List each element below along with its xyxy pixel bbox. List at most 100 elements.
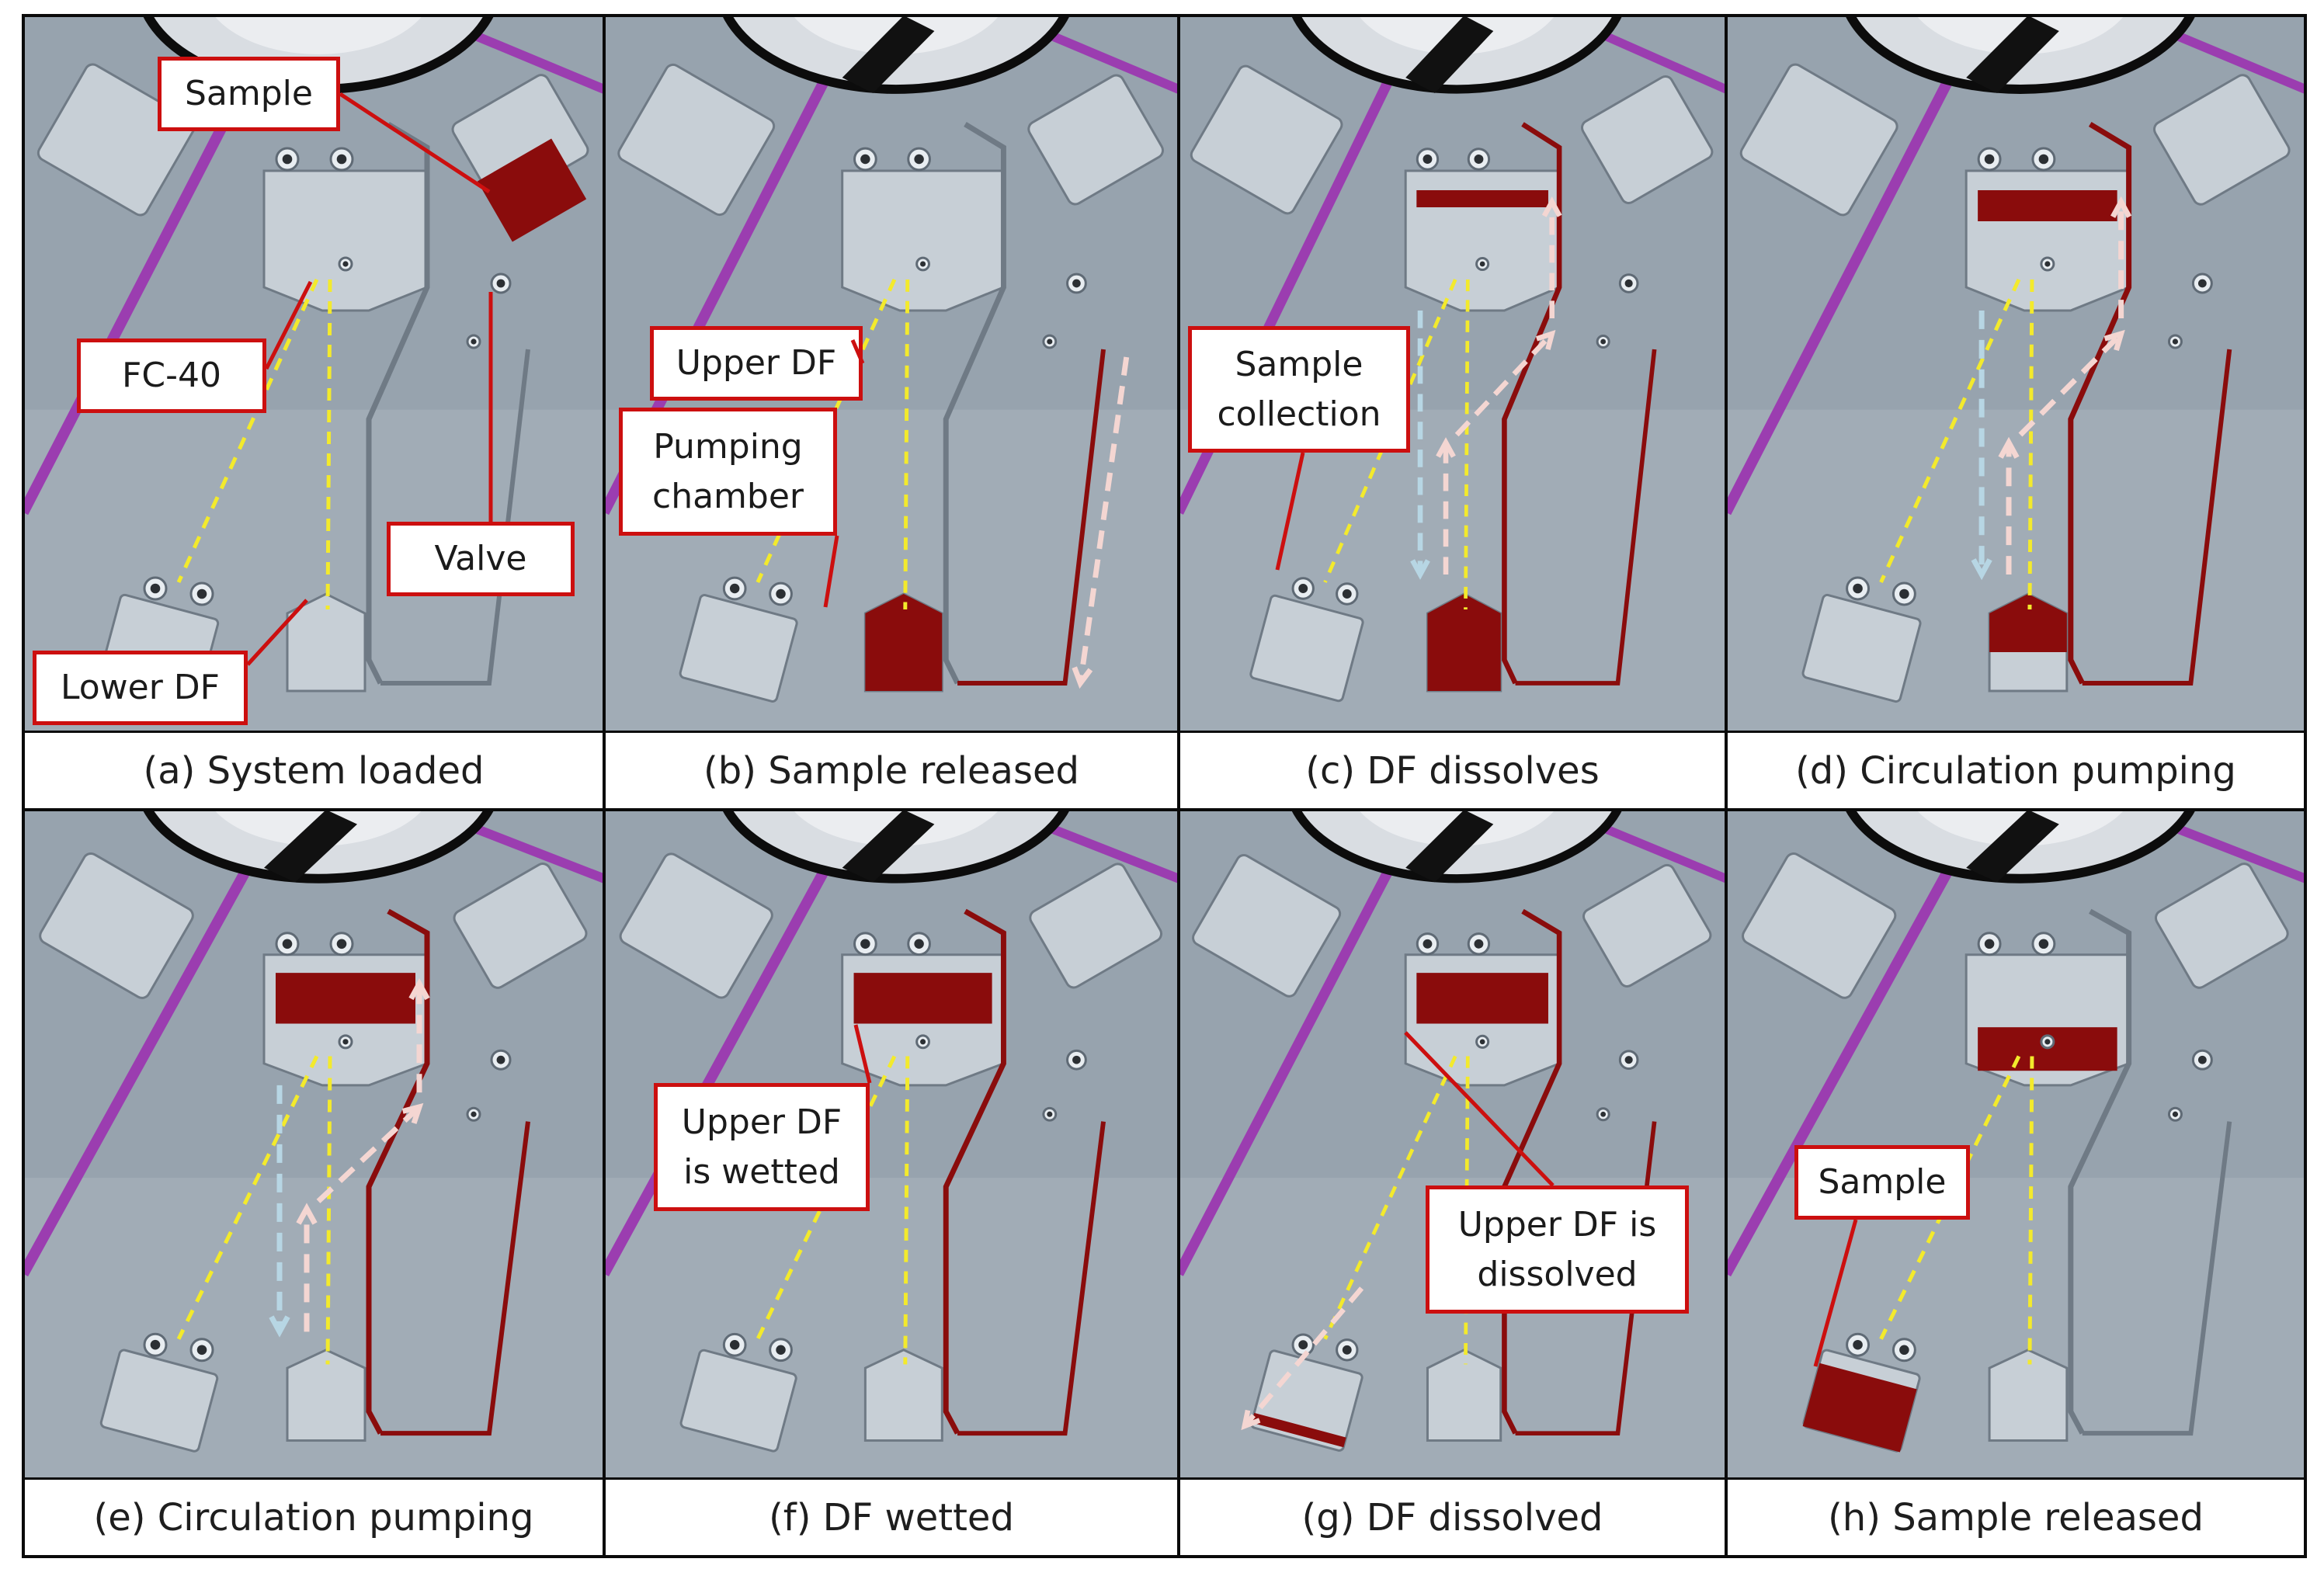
pumping-fluid xyxy=(1989,594,2067,652)
circulation-channel xyxy=(943,908,1006,1435)
flow-arrow xyxy=(1454,332,1555,437)
port-hole xyxy=(729,1339,740,1350)
side-chamber xyxy=(36,63,196,217)
upper-df-chamber xyxy=(262,169,429,312)
collection-chamber xyxy=(1249,594,1364,703)
callout-upper-df-wetted: Upper DF is wetted xyxy=(654,1083,870,1211)
flow-arrow xyxy=(1242,1286,1364,1428)
frame-divider xyxy=(22,731,2307,733)
flow-arrow-head xyxy=(296,1203,318,1225)
flow-arrow-head xyxy=(1436,437,1456,458)
port-hole xyxy=(1853,583,1863,594)
circulation-channel xyxy=(1502,122,1562,685)
callout-upper-df-dissolved: Upper DF is dissolved xyxy=(1426,1185,1689,1314)
port-hole xyxy=(150,1339,161,1350)
df-dashed-line xyxy=(325,1056,332,1365)
port-hole xyxy=(2197,1055,2207,1064)
collection-chamber xyxy=(1801,593,1922,703)
upper-df-fluid xyxy=(1978,190,2117,221)
port-hole xyxy=(1342,589,1352,599)
port-hole xyxy=(471,1111,477,1117)
df-dashed-line xyxy=(2027,1056,2034,1365)
frame-border xyxy=(2304,14,2307,1558)
flow-arrow xyxy=(1077,356,1130,684)
pumping-chamber xyxy=(286,1349,366,1442)
flow-arrow-head xyxy=(408,977,430,1001)
rotor-disk xyxy=(214,16,423,54)
upper-df-fluid xyxy=(1416,973,1548,1024)
port-hole xyxy=(2172,338,2179,345)
port-hole xyxy=(496,1055,505,1064)
flow-arrow-head xyxy=(1410,559,1430,580)
port-hole xyxy=(1853,1339,1863,1350)
port-hole xyxy=(1624,279,1633,288)
callout-valve: Valve xyxy=(387,522,575,596)
port-hole xyxy=(336,939,347,949)
frame-divider xyxy=(603,14,606,1558)
port-hole xyxy=(1298,584,1308,593)
panel-photo-h xyxy=(1726,810,2305,1479)
fc40-dashed-line xyxy=(1879,278,2021,584)
circulation-channel xyxy=(2068,122,2132,685)
sample-reservoir xyxy=(1027,74,1165,206)
port-hole xyxy=(914,939,924,949)
panel-caption-d: (d) Circulation pumping xyxy=(1726,732,2305,810)
upper-df-fluid xyxy=(853,973,992,1024)
side-chamber xyxy=(617,63,776,217)
port-hole xyxy=(1984,154,1995,165)
sample-reservoir xyxy=(1581,75,1714,204)
rotor-spoke xyxy=(1966,16,2059,93)
port-hole xyxy=(1479,1039,1485,1045)
port-hole xyxy=(336,154,347,165)
port-hole xyxy=(2172,1111,2179,1117)
port-hole xyxy=(1047,1111,1053,1117)
callout-pumping-chamber: Pumping chamber xyxy=(619,408,837,536)
panel-caption-b: (b) Sample released xyxy=(604,732,1179,810)
port-hole xyxy=(471,338,477,345)
df-dashed-line xyxy=(325,279,332,610)
port-hole xyxy=(1072,1055,1081,1064)
panel-photo-c xyxy=(1179,16,1726,732)
df-dashed-line xyxy=(1464,279,1470,610)
flow-arrow-head xyxy=(1998,436,2020,459)
upper-df-fluid xyxy=(1416,190,1548,207)
flow-arrow-head xyxy=(1241,1409,1261,1431)
upper-df-chamber xyxy=(841,169,1005,312)
port-hole xyxy=(2038,154,2049,165)
flow-arrow-head xyxy=(269,1315,290,1338)
port-hole xyxy=(150,583,161,594)
port-hole xyxy=(1624,1056,1633,1064)
port-hole xyxy=(1423,939,1433,949)
callout-upper-df: Upper DF xyxy=(650,326,863,401)
flow-arrow-head xyxy=(1971,558,1992,581)
collection-chamber xyxy=(99,1349,219,1453)
port-hole xyxy=(776,1345,786,1355)
port-hole xyxy=(1474,939,1484,949)
return-channel xyxy=(380,1121,530,1436)
callout-lower-df: Lower DF xyxy=(33,651,248,725)
panel-caption-h: (h) Sample released xyxy=(1726,1479,2305,1557)
panel-photo-f xyxy=(604,810,1179,1479)
return-channel xyxy=(957,1121,1106,1436)
side-chamber xyxy=(39,852,194,999)
pumping-fluid xyxy=(1427,594,1501,691)
callout-sample: Sample xyxy=(158,57,340,131)
tubing xyxy=(1726,16,1987,515)
flow-arrow xyxy=(316,1105,422,1203)
sample-reservoir xyxy=(2152,74,2291,206)
collection-fluid xyxy=(1251,1412,1346,1448)
tubing xyxy=(604,810,863,1277)
sample-reservoir xyxy=(2154,863,2289,989)
port-hole xyxy=(496,279,505,288)
callout-sample-collection: Sample collection xyxy=(1188,326,1410,453)
frame-divider xyxy=(22,808,2307,811)
side-chamber xyxy=(1192,854,1342,998)
port-hole xyxy=(1298,1340,1308,1350)
panel-caption-c: (c) DF dissolves xyxy=(1179,732,1726,810)
rotor-spoke xyxy=(1405,16,1494,93)
port-hole xyxy=(2044,261,2051,267)
sample-reservoir xyxy=(453,863,588,989)
frame-divider xyxy=(22,1477,2307,1480)
port-hole xyxy=(342,1039,349,1045)
frame-border xyxy=(22,1555,2307,1558)
